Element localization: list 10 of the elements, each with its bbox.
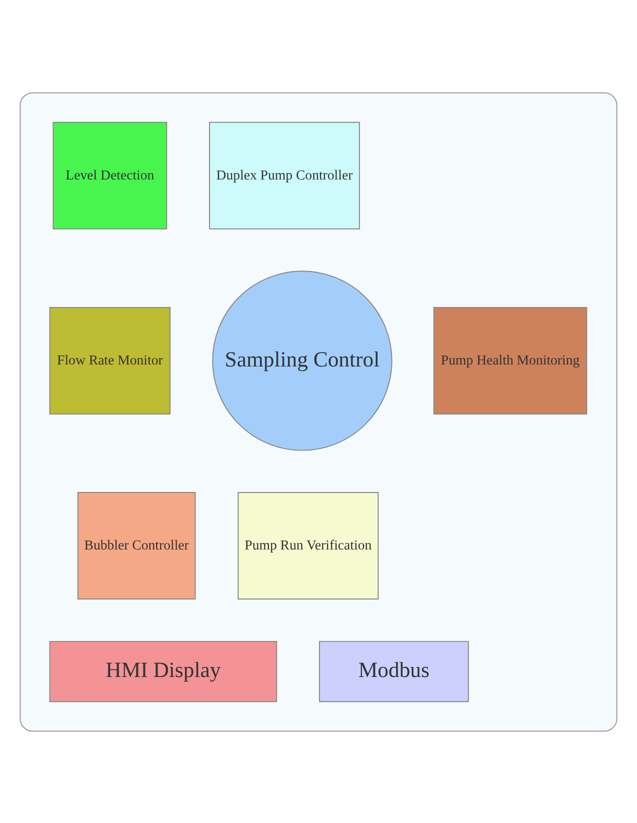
node-box: Pump Run Verification: [238, 492, 379, 600]
node-box: Pump Health Monitoring: [433, 306, 588, 414]
node-box: Level Detection: [52, 121, 168, 229]
node-box: HMI Display: [49, 640, 278, 702]
cluster: [20, 92, 618, 732]
node-box: Bubbler Controller: [77, 492, 196, 600]
node-circle: Sampling Control: [212, 270, 392, 450]
node-box: Flow Rate Monitor: [49, 306, 171, 414]
node-box: Modbus: [319, 640, 469, 702]
node-box: Duplex Pump Controller: [209, 121, 360, 229]
